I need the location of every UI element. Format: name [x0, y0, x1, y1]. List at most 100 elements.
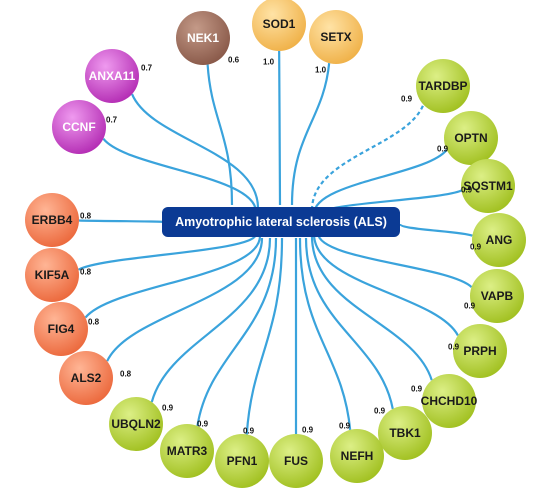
center-box	[162, 207, 400, 237]
edge-als2	[106, 237, 264, 362]
node-matr3[interactable]: MATR3	[160, 424, 214, 478]
node-label: PFN1	[227, 454, 258, 468]
score-label-sod1: 1.0	[263, 58, 275, 67]
edge-pfn1	[245, 237, 284, 435]
node-prph[interactable]: PRPH	[453, 324, 507, 378]
node-label: FUS	[284, 454, 308, 468]
node-anxa11[interactable]: ANXA11	[85, 49, 139, 103]
node-label: NEK1	[187, 31, 219, 45]
score-label-ubqln2: 0.9	[162, 404, 174, 413]
node-circle	[109, 397, 163, 451]
node-label: CCNF	[62, 120, 95, 134]
edge-ccnf	[102, 137, 258, 213]
node-circle	[330, 429, 384, 483]
node-kif5a[interactable]: KIF5A	[25, 248, 79, 302]
node-circle	[176, 11, 230, 65]
node-label: KIF5A	[35, 268, 70, 282]
node-ubqln2[interactable]: UBQLN2	[109, 397, 163, 451]
node-label: SETX	[320, 30, 351, 44]
score-label-kif5a: 0.8	[80, 268, 92, 277]
score-label-nefh: 0.9	[339, 422, 351, 431]
edge-nek1	[206, 64, 234, 206]
score-label-ccnf: 0.7	[106, 116, 118, 125]
node-label: SQSTM1	[463, 179, 513, 193]
node-ccnf[interactable]: CCNF	[52, 100, 106, 154]
score-label-setx: 1.0	[315, 66, 327, 75]
node-circle	[25, 248, 79, 302]
score-label-nek1: 0.6	[228, 56, 240, 65]
node-sqstm1[interactable]: SQSTM1	[461, 159, 515, 213]
node-circle	[34, 302, 88, 356]
edge-matr3	[196, 237, 278, 427]
edge-layer	[77, 50, 473, 435]
node-circle	[59, 351, 113, 405]
node-circle	[422, 374, 476, 428]
node-erbb4[interactable]: ERBB4	[25, 193, 79, 247]
score-label-sqstm1: 0.9	[461, 186, 473, 195]
edge-ubqln2	[150, 237, 272, 403]
node-circle	[252, 0, 306, 51]
node-circle	[470, 269, 524, 323]
score-label-fig4: 0.8	[88, 318, 100, 327]
node-label: ERBB4	[32, 213, 73, 227]
score-label-pfn1: 0.9	[243, 427, 255, 436]
edge-sod1	[278, 50, 282, 206]
node-setx[interactable]: SETX	[309, 10, 363, 64]
node-nek1[interactable]: NEK1	[176, 11, 230, 65]
score-label-chchd10: 0.9	[411, 385, 423, 394]
node-circle	[85, 49, 139, 103]
node-label: VAPB	[481, 289, 514, 303]
node-fig4[interactable]: FIG4	[34, 302, 88, 356]
node-nefh[interactable]: NEFH	[330, 429, 384, 483]
edge-fig4	[84, 235, 262, 319]
score-label-als2: 0.8	[120, 370, 132, 379]
score-label-tbk1: 0.9	[374, 407, 386, 416]
node-tbk1[interactable]: TBK1	[378, 406, 432, 460]
node-pfn1[interactable]: PFN1	[215, 434, 269, 488]
node-circle	[309, 10, 363, 64]
score-label-ang: 0.9	[470, 243, 482, 252]
node-label: OPTN	[454, 131, 487, 145]
edge-tbk1	[304, 237, 394, 410]
edge-anxa11	[131, 93, 260, 209]
node-label: PRPH	[463, 344, 496, 358]
edge-erbb4	[78, 219, 167, 224]
node-circle	[215, 434, 269, 488]
node-chchd10[interactable]: CHCHD10	[421, 374, 478, 428]
node-circle	[160, 424, 214, 478]
node-optn[interactable]: OPTN	[444, 111, 498, 165]
node-label: ALS2	[71, 371, 102, 385]
node-circle	[416, 59, 470, 113]
node-tardbp[interactable]: TARDBP	[416, 59, 470, 113]
edge-kif5a	[77, 233, 258, 271]
node-label: ANG	[486, 233, 513, 247]
node-circle	[269, 434, 323, 488]
node-circle	[444, 111, 498, 165]
node-als2[interactable]: ALS2	[59, 351, 113, 405]
edge-nefh	[298, 237, 352, 430]
node-label: SOD1	[263, 17, 296, 31]
node-label: CHCHD10	[421, 394, 478, 408]
node-circle	[378, 406, 432, 460]
node-fus[interactable]: FUS	[269, 434, 323, 488]
edge-ang	[398, 222, 473, 237]
node-label: TARDBP	[418, 79, 467, 93]
node-label: ANXA11	[89, 69, 136, 83]
score-label-erbb4: 0.8	[80, 212, 92, 221]
edge-setx	[290, 63, 331, 206]
node-circle	[25, 193, 79, 247]
center-node[interactable]: Amyotrophic lateral sclerosis (ALS)	[162, 207, 400, 237]
node-sod1[interactable]: SOD1	[252, 0, 306, 51]
node-label: TBK1	[389, 426, 421, 440]
edge-prph	[312, 233, 459, 336]
edge-optn	[312, 149, 448, 215]
score-label-optn: 0.9	[437, 145, 449, 154]
node-ang[interactable]: ANG	[472, 213, 526, 267]
node-label: UBQLN2	[111, 417, 161, 431]
node-vapb[interactable]: VAPB	[470, 269, 524, 323]
node-circle	[52, 100, 106, 154]
